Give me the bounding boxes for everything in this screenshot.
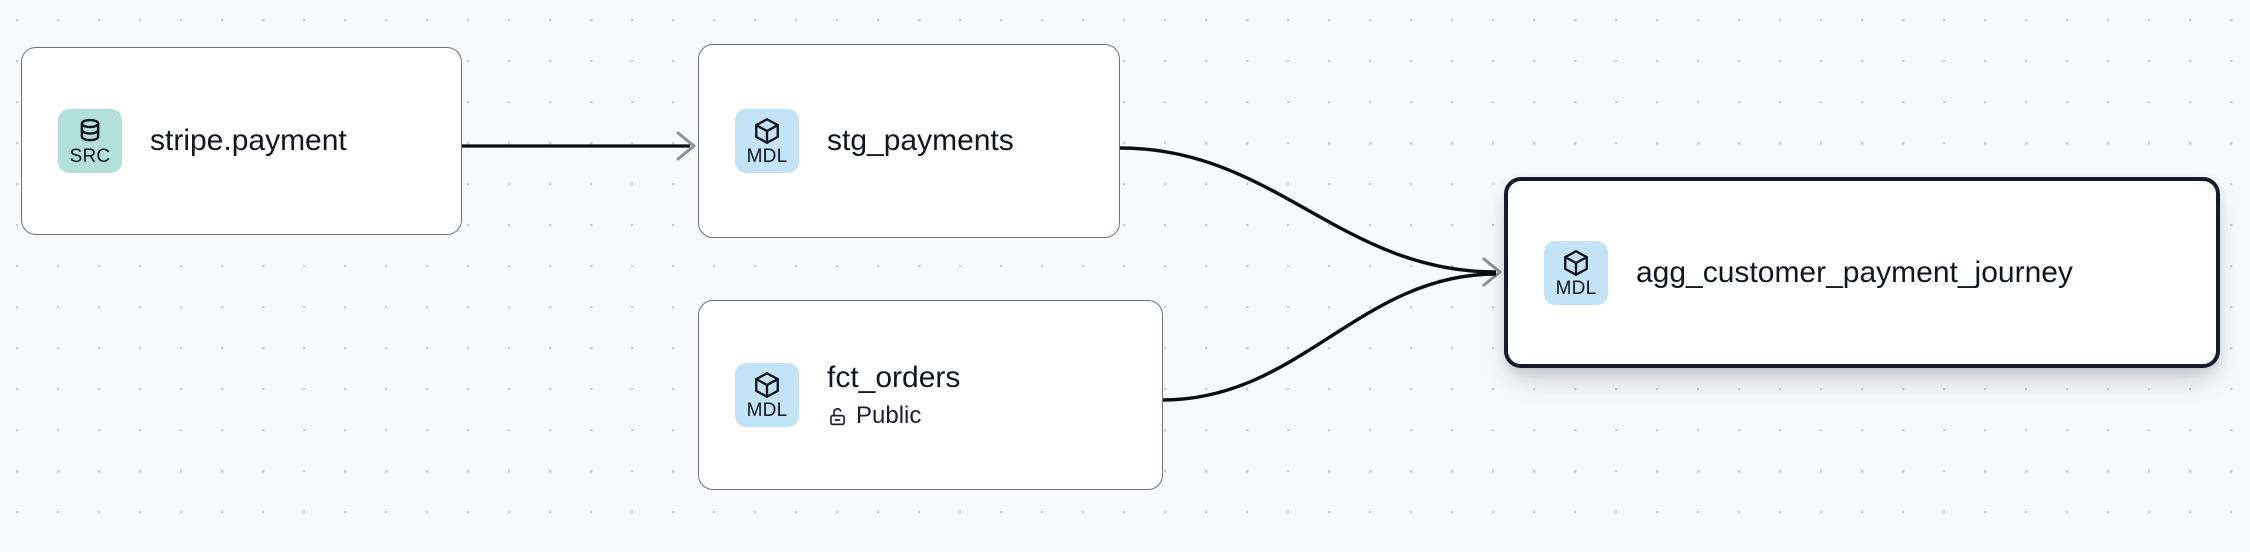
node-visibility: Public (827, 402, 960, 430)
arrowhead-icon (1482, 257, 1502, 287)
node-stripe-payment[interactable]: SRC stripe.payment (21, 47, 462, 235)
node-title: stripe.payment (150, 124, 347, 157)
node-body: agg_customer_payment_journey (1636, 255, 2073, 291)
badge-mdl: MDL (735, 363, 799, 427)
database-icon (80, 118, 100, 142)
node-body: stripe.payment (150, 123, 347, 159)
node-fct-orders[interactable]: MDL fct_orders Public (698, 300, 1163, 490)
cube-icon (755, 372, 779, 398)
node-agg-customer-payment-journey[interactable]: MDL agg_customer_payment_journey (1504, 177, 2220, 368)
edge-stripe-payment-to-stg-payments (462, 131, 696, 161)
node-title: agg_customer_payment_journey (1636, 255, 2073, 289)
badge-label: MDL (1555, 277, 1597, 299)
badge-src: SRC (58, 109, 122, 173)
edge-fct-orders-to-agg-journey (1162, 272, 1497, 402)
badge-label: SRC (69, 146, 111, 167)
badge-mdl: MDL (1544, 240, 1608, 305)
node-title: stg_payments (827, 124, 1014, 157)
badge-label: MDL (746, 400, 788, 421)
arrowhead-icon (676, 131, 696, 161)
node-title: fct_orders (827, 361, 961, 394)
visibility-label: Public (856, 402, 922, 429)
badge-mdl: MDL (735, 109, 799, 173)
cube-icon (1564, 249, 1588, 276)
badge-label: MDL (746, 146, 788, 167)
node-body: fct_orders Public (827, 360, 960, 430)
unlock-icon (830, 407, 845, 425)
cube-icon (755, 118, 779, 144)
edge-stg-payments-to-agg-journey (1119, 146, 1502, 287)
node-stg-payments[interactable]: MDL stg_payments (698, 44, 1120, 238)
node-body: stg_payments (827, 123, 1014, 159)
